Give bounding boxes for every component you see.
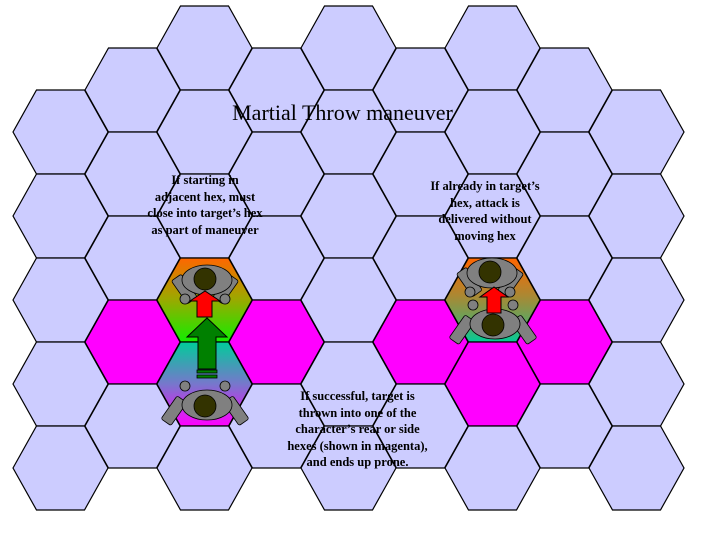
target-figure-right (456, 257, 524, 298)
throw-arrow-icon (188, 290, 222, 318)
arrows-layer (185, 286, 510, 379)
head-icon (193, 394, 217, 418)
head-icon (193, 267, 217, 291)
head-icon (478, 260, 502, 284)
figures-layer (161, 257, 537, 426)
throw-arrow-icon (478, 286, 510, 314)
hex-grid (12, 5, 685, 511)
move-arrow-icon (185, 317, 229, 370)
hex-cell (588, 425, 685, 511)
head-icon (481, 313, 505, 337)
move-arrow-tail-bar (196, 374, 218, 379)
attacker-figure-left (161, 380, 249, 426)
move-arrow-tail-bar (196, 369, 218, 374)
attacker-figure-right (449, 299, 537, 345)
target-figure-left (171, 264, 239, 305)
